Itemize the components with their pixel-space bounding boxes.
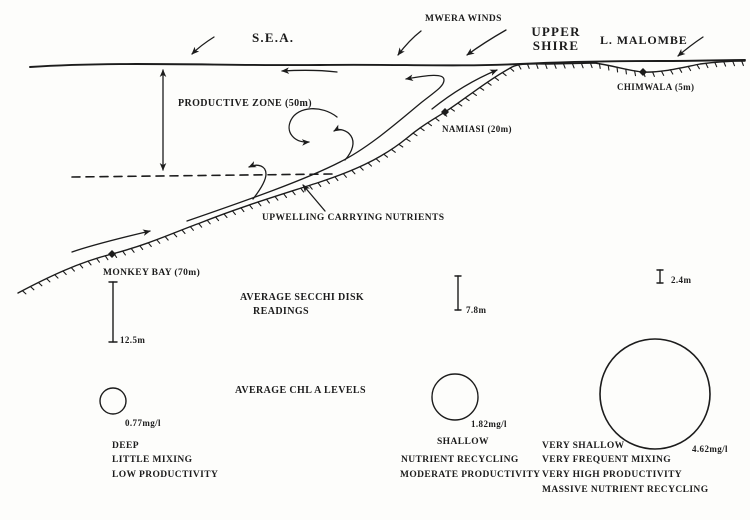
chl-circle-deep (99, 387, 127, 415)
zone-very-shallow-line1: VERY SHALLOW (542, 441, 625, 451)
namiasi-label: NAMIASI (20m) (442, 124, 512, 134)
chimwala-label: CHIMWALA (5m) (617, 82, 694, 92)
zone-shallow-line2: NUTRIENT RECYCLING (401, 455, 519, 465)
zone-shallow-line3: MODERATE PRODUCTIVITY (400, 470, 540, 480)
lakebed-slope-line (17, 60, 746, 294)
upwelling-label: UPWELLING CARRYING NUTRIENTS (262, 213, 444, 223)
secchi-bar-monkey-bay (108, 281, 118, 343)
upwelling-caption-pointer (302, 184, 326, 212)
lakebed-hatching (21, 60, 744, 295)
upper-shire-label-line2: SHIRE (533, 38, 579, 53)
chl-value-deep: 0.77mg/l (125, 418, 161, 428)
sea-label: S.E.A. (252, 30, 294, 45)
secchi-value-chimwala: 2.4m (671, 275, 691, 285)
secchi-bar-namiasi (454, 275, 462, 311)
zone-description-very-shallow: VERY SHALLOW VERY FREQUENT MIXING VERY H… (542, 441, 709, 495)
upwelling-branch-curl (333, 124, 354, 161)
chl-title: AVERAGE CHL A LEVELS (235, 385, 366, 396)
wind-arrow-sea (191, 36, 215, 55)
zone-deep-line2: LITTLE MIXING (112, 455, 193, 465)
bottom-current-arrow (71, 229, 151, 253)
zone-deep-line1: DEEP (112, 441, 139, 451)
gyre-arrow (288, 108, 338, 146)
wind-arrow-malombe (677, 36, 704, 57)
chimwala-marker (639, 68, 647, 76)
upslope-arrow-shire (431, 69, 498, 110)
upwelling-current-line (186, 74, 445, 222)
zone-very-shallow-line4: MASSIVE NUTRIENT RECYCLING (542, 485, 709, 495)
wind-arrow-mwera-left (397, 30, 422, 56)
chl-circle-shallow (431, 373, 479, 421)
secchi-value-monkey-bay: 12.5m (120, 335, 145, 345)
namiasi-marker (441, 108, 449, 116)
zone-description-shallow: SHALLOW NUTRIENT RECYCLING MODERATE PROD… (400, 437, 540, 480)
chl-circle-very-shallow (599, 338, 711, 450)
monkey-bay-marker (108, 250, 116, 258)
chl-value-very-shallow: 4.62mg/l (692, 444, 728, 454)
wind-arrow-mwera-right (466, 29, 507, 56)
surface-current-arrow-left (281, 67, 338, 74)
secchi-value-namiasi: 7.8m (466, 305, 486, 315)
lake-malombe-label: L. MALOMBE (600, 33, 688, 47)
water-surface-line (29, 59, 746, 68)
zone-very-shallow-line3: VERY HIGH PRODUCTIVITY (542, 470, 682, 480)
thermocline-curl-arrow (248, 161, 267, 200)
secchi-bar-chimwala (656, 269, 664, 284)
zone-very-shallow-line2: VERY FREQUENT MIXING (542, 455, 671, 465)
zone-shallow-line1: SHALLOW (437, 437, 489, 447)
zone-description-deep: DEEP LITTLE MIXING LOW PRODUCTIVITY (112, 441, 218, 480)
productive-zone-depth-dashed-line (71, 173, 333, 178)
monkey-bay-label: MONKEY BAY (70m) (103, 267, 200, 278)
zone-deep-line3: LOW PRODUCTIVITY (112, 470, 218, 480)
mwera-winds-label: MWERA WINDS (425, 14, 502, 24)
upper-shire-label-line1: UPPER (531, 24, 580, 39)
chl-value-shallow: 1.82mg/l (471, 419, 507, 429)
secchi-title-line1: AVERAGE SECCHI DISK (240, 292, 364, 303)
secchi-title-line2: READINGS (253, 306, 309, 317)
productive-zone-label: PRODUCTIVE ZONE (50m) (178, 98, 312, 109)
